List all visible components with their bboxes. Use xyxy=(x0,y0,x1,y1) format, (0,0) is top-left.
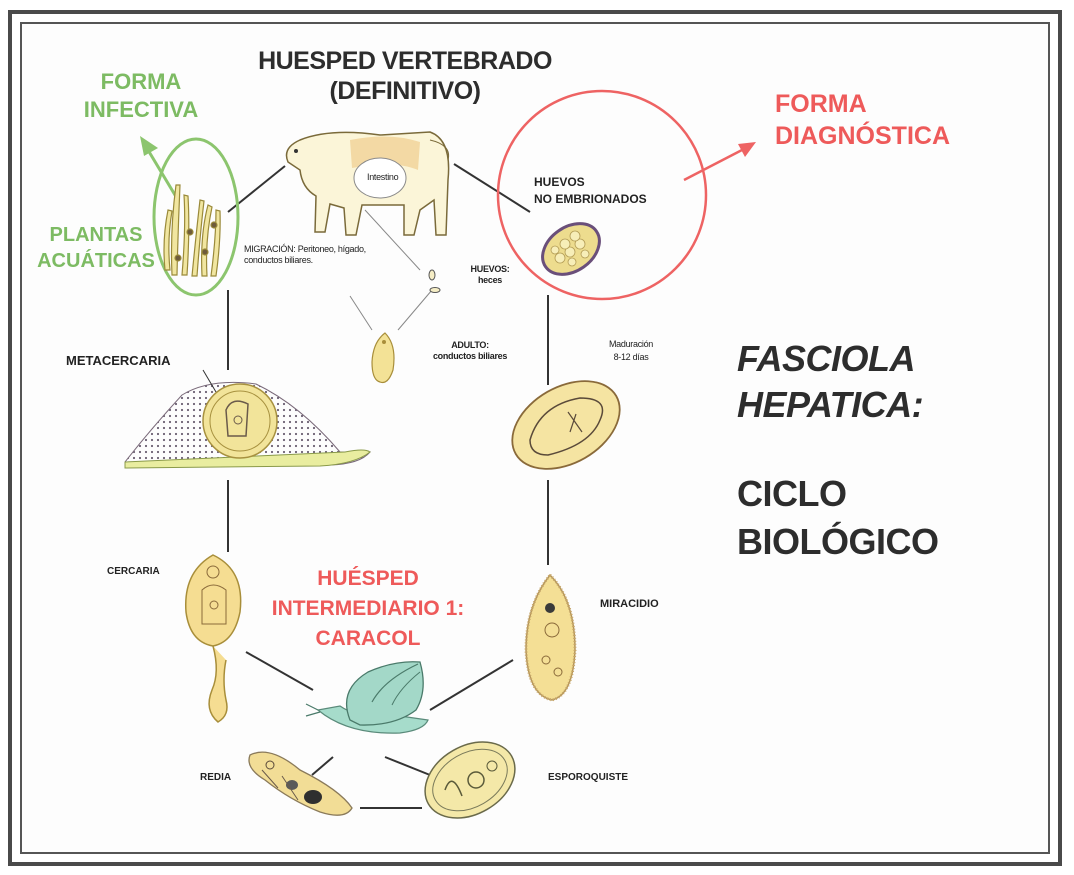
unembryonated-eggs-label: HUEVOS NO EMBRIONADOS xyxy=(534,174,647,208)
definitive-host-title: HUESPED VERTEBRADO (DEFINITIVO) xyxy=(240,46,570,106)
small-eggs-illustration xyxy=(429,270,440,293)
species-line-1: FASCIOLA xyxy=(737,336,923,382)
plants-line-2: ACUÁTICAS xyxy=(26,248,166,274)
diagnostic-line-2: DIAGNÓSTICA xyxy=(775,120,950,152)
diagnostic-line-1: FORMA xyxy=(775,88,950,120)
miracidium-illustration xyxy=(526,575,575,700)
aquatic-plants-label: PLANTAS ACUÁTICAS xyxy=(26,222,166,274)
snail-illustration xyxy=(306,662,428,733)
eggs-feces-line-2: heces xyxy=(460,275,520,286)
migration-line-1: MIGRACIÓN: Peritoneo, hígado, xyxy=(244,244,366,255)
infective-form-label: FORMA INFECTIVA xyxy=(66,68,216,124)
redia-illustration xyxy=(249,752,352,815)
adult-fluke-illustration xyxy=(372,333,394,383)
metacercaria-illustration xyxy=(125,370,370,468)
eggs-line-2: NO EMBRIONADOS xyxy=(534,191,647,208)
cercaria-label: CERCARIA xyxy=(107,566,160,577)
species-line-2: HEPATICA: xyxy=(737,382,923,428)
cercaria-illustration xyxy=(186,555,241,722)
diagnostic-arrow-line xyxy=(684,150,742,180)
intermediate-line-2: INTERMEDIARIO 1: xyxy=(268,594,468,624)
internal-cycle-lines xyxy=(350,210,432,330)
life-cycle-title: CICLO BIOLÓGICO xyxy=(737,470,939,566)
intermediate-host-label: HUÉSPED INTERMEDIARIO 1: CARACOL xyxy=(268,564,468,654)
plants-line-1: PLANTAS xyxy=(26,222,166,248)
intermediate-line-3: CARACOL xyxy=(268,624,468,654)
maturation-line-2: 8-12 días xyxy=(596,351,666,364)
maturation-label: Maduración 8-12 días xyxy=(596,338,666,364)
migration-line-2: conductos biliares. xyxy=(244,255,366,266)
cow-illustration xyxy=(287,132,449,235)
diagnostic-form-label: FORMA DIAGNÓSTICA xyxy=(775,88,950,152)
redia-label: REDIA xyxy=(200,772,231,783)
eggs-line-1: HUEVOS xyxy=(534,174,647,191)
miracidium-label: MIRACIDIO xyxy=(600,598,659,610)
sporocyst-illustration xyxy=(411,727,528,834)
eggs-feces-line-1: HUEVOS: xyxy=(460,264,520,275)
cycle-line-1: CICLO xyxy=(737,470,939,518)
intermediate-line-1: HUÉSPED xyxy=(268,564,468,594)
title-line-2: (DEFINITIVO) xyxy=(240,76,570,106)
adult-label: ADULTO: conductos biliares xyxy=(420,340,520,362)
egg-illustration xyxy=(533,213,609,285)
aquatic-plants-illustration xyxy=(164,185,220,276)
species-title: FASCIOLA HEPATICA: xyxy=(737,336,923,428)
eggs-feces-label: HUEVOS: heces xyxy=(460,264,520,286)
migration-label: MIGRACIÓN: Peritoneo, hígado, conductos … xyxy=(244,244,366,266)
sporocyst-label: ESPOROQUISTE xyxy=(548,772,628,783)
infective-arrow-line xyxy=(148,150,178,200)
embryonating-egg-illustration xyxy=(497,363,635,487)
maturation-line-1: Maduración xyxy=(596,338,666,351)
infective-line-2: INFECTIVA xyxy=(66,96,216,124)
title-line-1: HUESPED VERTEBRADO xyxy=(240,46,570,76)
infective-line-1: FORMA xyxy=(66,68,216,96)
adult-line-1: ADULTO: xyxy=(420,340,520,351)
metacercaria-label: METACERCARIA xyxy=(66,353,170,368)
infective-arrow-head xyxy=(140,136,158,156)
adult-line-2: conductos biliares xyxy=(420,351,520,362)
cycle-line-2: BIOLÓGICO xyxy=(737,518,939,566)
intestine-label: Intestino xyxy=(367,172,398,182)
